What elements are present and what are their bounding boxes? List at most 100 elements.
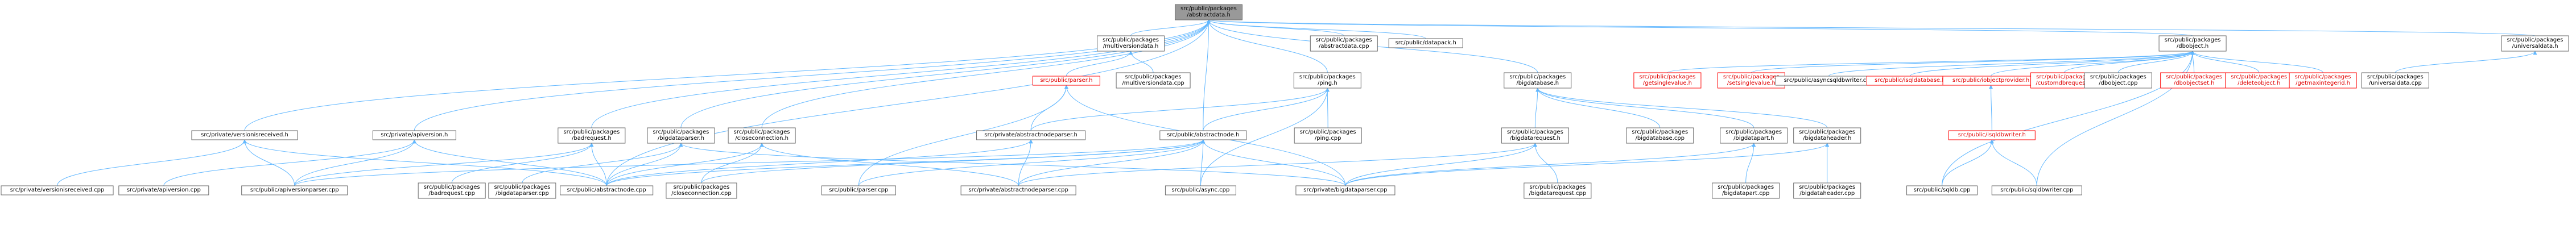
node-bigdataparser-priv-cpp[interactable]: src/private/bigdataparser.cpp xyxy=(1295,185,1396,195)
node-multiversiondata-cpp[interactable]: src/public/packages/multiversiondata.cpp xyxy=(1116,72,1191,89)
edge-universaldata-cpp-to-universaldata-h xyxy=(2395,51,2537,73)
node-universaldata-cpp[interactable]: src/public/packages/universaldata.cpp xyxy=(2361,72,2429,89)
edge-dbobjectset-h-to-dbobject-h xyxy=(2190,51,2195,73)
node-iobjectprovider-h[interactable]: src/public/iobjectprovider.h xyxy=(1942,76,2040,86)
edge-abstractnodeparser-cpp-to-closeconnection-h xyxy=(759,143,1019,186)
node-sqldbwriter-cpp[interactable]: src/public/sqldbwriter.cpp xyxy=(1991,185,2082,195)
nodes-layer: src/public/packages/abstractdata.h src/pu… xyxy=(1,4,2569,199)
node-bigdatapart-cpp[interactable]: src/public/packages/bigdatapart.cpp xyxy=(1712,182,1780,199)
node-label-line: /universaldata.cpp xyxy=(2369,80,2422,86)
node-label-line: /bigdatabase.cpp xyxy=(1635,135,1685,141)
edge-abstractnode-h-to-ping-h xyxy=(1203,88,1330,131)
node-abstractnodeparser-h[interactable]: src/private/abstractnodeparser.h xyxy=(976,130,1086,140)
node-label-line: src/public/packages xyxy=(2507,37,2563,43)
node-label-line: src/public/packages xyxy=(1300,129,1356,135)
node-label-line: src/public/packages xyxy=(1316,37,1372,43)
node-label-line: /universaldata.h xyxy=(2512,43,2558,49)
edge-apiversionparser-cpp-to-badrequest-h xyxy=(294,143,594,186)
edge-asyncsqldbwriter-cpp-to-dbobject-h xyxy=(1828,51,2195,77)
node-label-line: src/public/packages xyxy=(1723,74,1780,80)
node-getmaxintegerid-h[interactable]: src/public/packages/getmaxintegerid.h xyxy=(2289,72,2357,89)
node-dbobject-h[interactable]: src/public/packages/dbobject.h xyxy=(2158,35,2227,52)
node-closeconnection-h[interactable]: src/public/packages/closeconnection.h xyxy=(728,127,796,144)
edge-deleteobject-h-to-dbobject-h xyxy=(2190,51,2260,73)
edge-ping-cpp-to-ping-h xyxy=(1325,88,1330,128)
node-label-line: src/public/sqldbwriter.cpp xyxy=(2000,187,2073,193)
edge-getsinglevalue-h-to-dbobject-h xyxy=(1667,51,2195,73)
node-label-line: src/public/packages xyxy=(1529,184,1586,190)
node-isqldatabase-h[interactable]: src/public/isqldatabase.h xyxy=(1866,76,1954,86)
node-bigdatarequest-h[interactable]: src/public/packages/bigdatarequest.h xyxy=(1501,127,1569,144)
edge-abstractnode-h-to-root xyxy=(1203,19,1211,131)
node-label-line: src/public/packages xyxy=(494,184,550,190)
node-box xyxy=(1948,130,2036,140)
node-asyncsqldbwriter-cpp[interactable]: src/public/asyncsqldbwriter.cpp xyxy=(1775,76,1882,86)
node-deleteobject-h[interactable]: src/public/packages/deleteobject.h xyxy=(2225,72,2293,89)
node-label-line: /bigdataheader.h xyxy=(1803,135,1851,141)
node-box xyxy=(1032,76,1100,86)
node-versionisreceived-cpp[interactable]: src/private/versionisreceived.cpp xyxy=(1,185,114,195)
node-apiversionparser-cpp[interactable]: src/public/apiversionparser.cpp xyxy=(241,185,348,195)
node-badrequest-cpp[interactable]: src/public/packages/badrequest.cpp xyxy=(418,182,486,199)
node-bigdataparser-cpp[interactable]: src/public/packages/bigdataparser.cpp xyxy=(488,182,556,199)
node-label-line: /ping.h xyxy=(1318,80,1337,86)
node-bigdataheader-cpp[interactable]: src/public/packages/bigdataheader.cpp xyxy=(1793,182,1861,199)
node-label-line: src/public/packages xyxy=(734,129,790,135)
edge-badrequest-cpp-to-badrequest-h xyxy=(451,143,594,184)
node-setsinglevalue-h[interactable]: src/public/packages/setsinglevalue.h xyxy=(1717,72,1785,89)
edge-bigdatabase-cpp-to-bigdatabase-h xyxy=(1535,88,1661,128)
node-box xyxy=(960,185,1076,195)
edge-abstractnode-cpp-to-bigdataparser-h xyxy=(606,143,683,186)
node-datapack-h[interactable]: src/public/datapack.h xyxy=(1388,38,1463,48)
node-label-line: /bigdatarequest.h xyxy=(1510,135,1561,141)
node-dbobjectset-h[interactable]: src/public/packages/dbobjectset.h xyxy=(2160,72,2228,89)
node-badrequest-h[interactable]: src/public/packages/badrequest.h xyxy=(558,127,626,144)
node-label-line: /bigdataheader.cpp xyxy=(1799,190,1855,197)
node-bigdataheader-h[interactable]: src/public/packages/bigdataheader.h xyxy=(1793,127,1861,144)
node-box xyxy=(558,127,626,144)
node-box xyxy=(2158,35,2227,52)
node-label-line: src/private/abstractnodeparser.cpp xyxy=(968,187,1068,193)
node-bigdataparser-h[interactable]: src/public/packages/bigdataparser.h xyxy=(647,127,715,144)
node-apiversion-cpp[interactable]: src/private/apiversion.cpp xyxy=(118,185,209,195)
node-abstractnode-cpp[interactable]: src/public/abstractnode.cpp xyxy=(560,185,654,195)
node-abstractdata-cpp[interactable]: src/public/packages/abstractdata.cpp xyxy=(1310,35,1378,52)
node-bigdatarequest-cpp[interactable]: src/public/packages/bigdatarequest.cpp xyxy=(1524,182,1592,199)
node-abstractnode-h[interactable]: src/public/abstractnode.h xyxy=(1159,130,1247,140)
node-box xyxy=(1633,72,1702,89)
node-root[interactable]: src/public/packages/abstractdata.h xyxy=(1174,4,1242,20)
node-abstractnodeparser-cpp[interactable]: src/private/abstractnodeparser.cpp xyxy=(960,185,1076,195)
node-apiversion-h[interactable]: src/private/apiversion.h xyxy=(372,130,456,140)
edge-isqldatabase-h-to-dbobject-h xyxy=(1909,51,2195,77)
node-multiversiondata-h[interactable]: src/public/packages/multiversiondata.h xyxy=(1097,35,1165,52)
node-ping-h[interactable]: src/public/packages/ping.h xyxy=(1293,72,1361,89)
node-closeconnection-cpp[interactable]: src/public/packages/closeconnection.cpp xyxy=(666,182,737,199)
node-bigdatabase-h[interactable]: src/public/packages/bigdatabase.h xyxy=(1504,72,1572,89)
node-label-line: /bigdatabase.h xyxy=(1516,80,1559,86)
node-label-line: src/private/versionisreceived.cpp xyxy=(10,187,105,193)
edge-isqldbwriter-h-to-iobjectprovider-h xyxy=(1989,85,1993,131)
node-getsinglevalue-h[interactable]: src/public/packages/getsinglevalue.h xyxy=(1633,72,1702,89)
node-label-line: /customdbrequest.h xyxy=(2036,80,2092,86)
node-box xyxy=(728,127,796,144)
node-sqldb-cpp[interactable]: src/public/sqldb.cpp xyxy=(1906,185,1978,195)
node-label-line: src/public/parser.h xyxy=(1040,77,1092,84)
node-isqldbwriter-h[interactable]: src/public/isqldbwriter.h xyxy=(1948,130,2036,140)
node-parser-cpp[interactable]: src/public/parser.cpp xyxy=(821,185,896,195)
node-bigdatabase-cpp[interactable]: src/public/packages/bigdatabase.cpp xyxy=(1626,127,1694,144)
node-versionisreceived-h[interactable]: src/private/versionisreceived.h xyxy=(191,130,298,140)
node-label-line: src/public/packages xyxy=(2036,74,2092,80)
node-dbobject-cpp[interactable]: src/public/packages/dbobject.cpp xyxy=(2084,72,2152,89)
node-label-line: src/public/datapack.h xyxy=(1396,40,1456,46)
node-label-line: src/public/packages xyxy=(424,184,480,190)
node-universaldata-h[interactable]: src/public/packages/universaldata.h xyxy=(2501,35,2569,52)
node-box xyxy=(976,130,1086,140)
node-async-cpp[interactable]: src/public/async.cpp xyxy=(1165,185,1236,195)
node-parser-h[interactable]: src/public/parser.h xyxy=(1032,76,1100,86)
node-ping-cpp[interactable]: src/public/packages/ping.cpp xyxy=(1294,127,1362,144)
edge-versionisreceived-cpp-to-versionisreceived-h xyxy=(57,139,247,186)
node-bigdatapart-h[interactable]: src/public/packages/bigdatapart.h xyxy=(1720,127,1788,144)
node-label-line: src/public/isqldbwriter.h xyxy=(1958,132,2026,138)
node-box xyxy=(1524,182,1592,199)
